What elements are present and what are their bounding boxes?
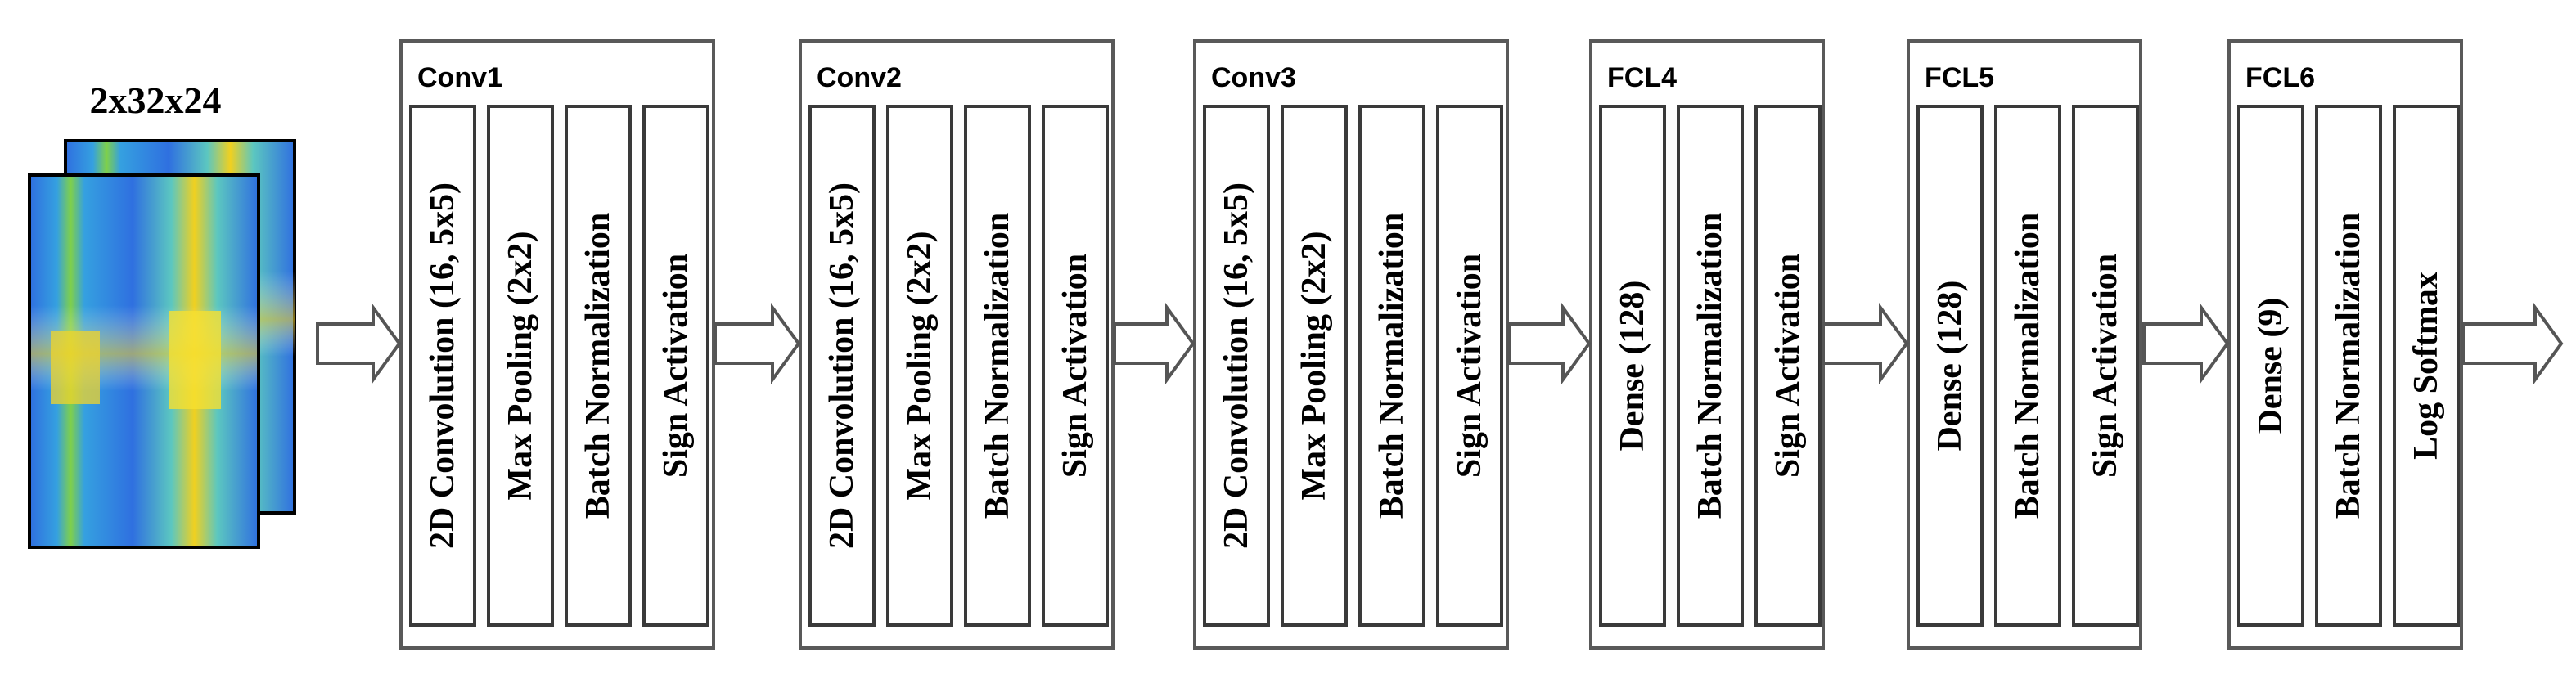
- layer-box: Batch Normalization: [1677, 105, 1744, 627]
- layer-label: 2D Convolution (16, 5x5): [424, 182, 462, 549]
- flow-arrow-icon: [1822, 302, 1909, 385]
- layer-label: Max Pooling (2x2): [901, 232, 939, 501]
- layer-label: Batch Normalization: [2009, 213, 2047, 519]
- input-channel-1: [28, 173, 260, 549]
- flow-arrow-icon: [316, 302, 402, 385]
- layer-label: Dense (9): [2252, 298, 2290, 434]
- layer-box: Batch Normalization: [964, 105, 1031, 627]
- layer-label: Sign Activation: [1769, 254, 1807, 478]
- layer-box: 2D Convolution (16, 5x5): [409, 105, 476, 627]
- layer-box: Max Pooling (2x2): [886, 105, 953, 627]
- layer-label: Dense (128): [1614, 281, 1651, 452]
- layer-label: Sign Activation: [1451, 254, 1488, 478]
- flow-arrow-icon: [2142, 302, 2230, 385]
- input-shape-label: 2x32x24: [90, 79, 222, 121]
- layer-box: Sign Activation: [642, 105, 709, 627]
- layer-box: Batch Normalization: [565, 105, 632, 627]
- block-title: FCL6: [2245, 62, 2315, 93]
- block-conv1: Conv1 2D Convolution (16, 5x5) Max Pooling…: [399, 39, 715, 650]
- layer-box: Max Pooling (2x2): [487, 105, 554, 627]
- layer-box: Batch Normalization: [1994, 105, 2061, 627]
- output-arrow-icon: [2461, 302, 2564, 385]
- layer-label: Batch Normalization: [579, 213, 617, 519]
- layer-label: Dense (128): [1931, 281, 1969, 452]
- layer-box: Log Softmax: [2393, 105, 2460, 627]
- flow-arrow-icon: [1113, 302, 1196, 385]
- layer-label: Batch Normalization: [2330, 213, 2367, 519]
- layer-label: Batch Normalization: [1691, 213, 1729, 519]
- block-title: Conv2: [817, 62, 902, 93]
- flow-arrow-icon: [1507, 302, 1592, 385]
- layer-label: Max Pooling (2x2): [1295, 232, 1333, 501]
- layer-box: Sign Activation: [2072, 105, 2139, 627]
- layer-label: Sign Activation: [1056, 254, 1094, 478]
- layer-box: Dense (128): [1916, 105, 1984, 627]
- layer-box: Sign Activation: [1436, 105, 1503, 627]
- layer-box: Batch Normalization: [1358, 105, 1425, 627]
- block-title: Conv1: [417, 62, 502, 93]
- layer-box: 2D Convolution (16, 5x5): [1203, 105, 1270, 627]
- block-title: FCL5: [1925, 62, 1994, 93]
- flow-arrow-icon: [714, 302, 801, 385]
- layer-box: Dense (9): [2237, 105, 2304, 627]
- input-feature-map: 2x32x24: [28, 79, 296, 549]
- layer-label: 2D Convolution (16, 5x5): [1218, 182, 1255, 549]
- layer-box: Dense (128): [1599, 105, 1666, 627]
- layer-label: Sign Activation: [2087, 254, 2124, 478]
- layer-label: Batch Normalization: [979, 213, 1016, 519]
- layer-label: Max Pooling (2x2): [502, 232, 539, 501]
- layer-label: Sign Activation: [657, 254, 695, 478]
- layer-box: Sign Activation: [1042, 105, 1109, 627]
- layer-label: Batch Normalization: [1373, 213, 1411, 519]
- block-conv3: Conv3 2D Convolution (16, 5x5) Max Pooling…: [1193, 39, 1509, 650]
- layer-box: Batch Normalization: [2315, 105, 2382, 627]
- block-conv2: Conv2 2D Convolution (16, 5x5) Max Pooling…: [799, 39, 1115, 650]
- block-title: Conv3: [1211, 62, 1296, 93]
- layer-label: 2D Convolution (16, 5x5): [823, 182, 861, 549]
- layer-label: Log Softmax: [2407, 272, 2445, 460]
- layer-box: 2D Convolution (16, 5x5): [808, 105, 876, 627]
- layer-box: Sign Activation: [1754, 105, 1822, 627]
- layer-box: Max Pooling (2x2): [1281, 105, 1348, 627]
- block-title: FCL4: [1607, 62, 1677, 93]
